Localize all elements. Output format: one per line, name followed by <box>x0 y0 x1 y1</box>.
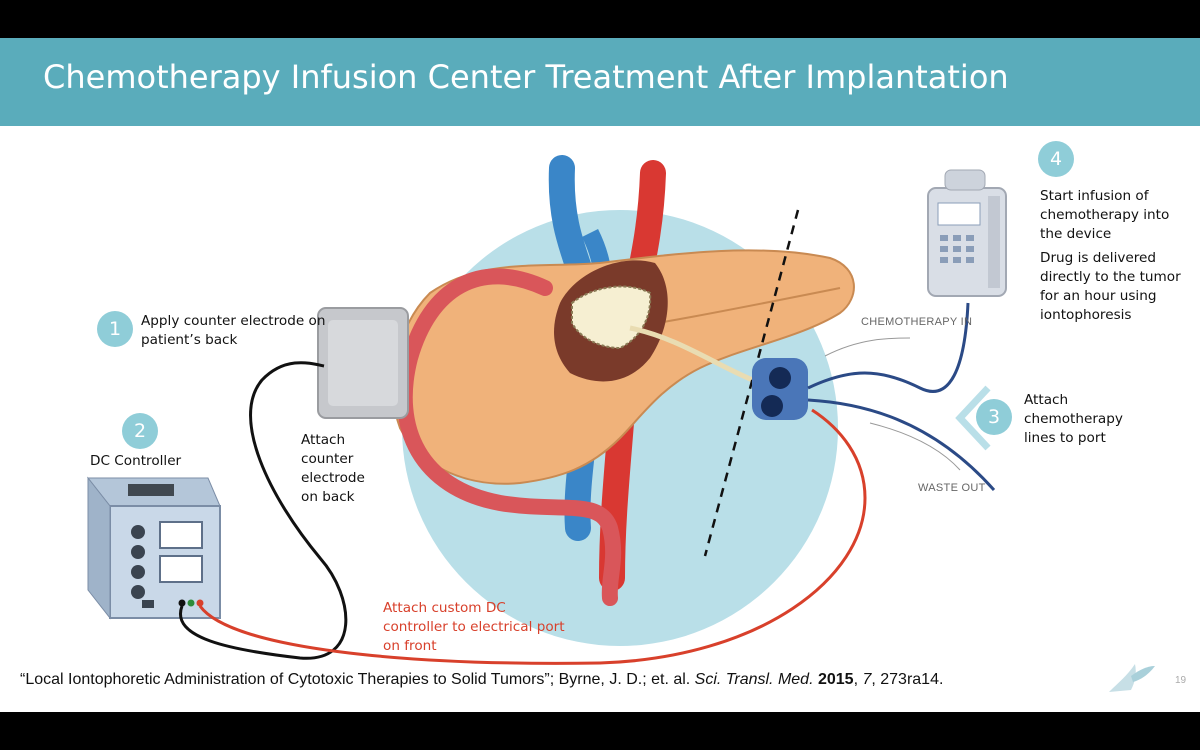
infusion-pump-screen <box>937 202 981 226</box>
step-4-text: Start infusion of chemotherapy into the … <box>1040 188 1170 242</box>
dc-controller-side <box>87 476 111 620</box>
port-hole-top <box>769 367 791 389</box>
port-hole-bottom <box>761 395 783 417</box>
citation: “Local Iontophoretic Administration of C… <box>20 671 944 688</box>
dc-terminal-black <box>178 599 186 607</box>
dc-switch <box>142 600 154 608</box>
implant-diagram <box>86 155 1007 665</box>
step-4-badge: 4 <box>1038 141 1074 177</box>
counter-electrode-pad-inner <box>328 320 398 406</box>
dc-controller-display-2 <box>159 555 203 583</box>
slide-title: Chemotherapy Infusion Center Treatment A… <box>43 58 1009 96</box>
implant-device <box>571 285 652 350</box>
dc-knob <box>131 585 145 599</box>
waste-out-label: WASTE OUT <box>918 482 986 494</box>
slide: Chemotherapy Infusion Center Treatment A… <box>0 38 1200 712</box>
attach-back-text: Attach counter electrode on back <box>301 432 365 505</box>
black-wire <box>178 361 348 660</box>
skin-line <box>703 209 800 557</box>
dc-knob <box>131 525 145 539</box>
waste-out-pointer <box>869 422 961 471</box>
red-wire <box>198 408 867 665</box>
chemo-in-pointer <box>824 337 911 357</box>
step-1-text: Apply counter electrode on patient’s bac… <box>141 313 326 348</box>
chemo-in-line <box>807 302 970 393</box>
dc-knob <box>131 565 145 579</box>
step-2-badge: 2 <box>122 413 158 449</box>
infusion-pump-side <box>988 196 1000 288</box>
waste-out-line <box>807 398 996 491</box>
implant-catheter <box>629 325 761 386</box>
duodenum <box>396 268 622 606</box>
step-3-text: Attach chemotherapy lines to port <box>1024 392 1123 446</box>
step-3-badge: 3 <box>976 399 1012 435</box>
chevron-left-icon <box>955 385 991 451</box>
page-number: 19 <box>1175 675 1187 686</box>
drug-note: Drug is delivered directly to the tumor … <box>1040 250 1181 323</box>
logo-icon <box>1109 664 1155 692</box>
infusion-pump-top <box>944 169 986 191</box>
dc-terminal-green <box>187 599 195 607</box>
dc-knob <box>131 545 145 559</box>
dc-controller-display-1 <box>159 521 203 549</box>
step-2-text: DC Controller <box>90 453 182 469</box>
attach-controller-text: Attach custom DC controller to electrica… <box>383 600 565 654</box>
chemo-in-label: CHEMOTHERAPY IN <box>861 316 973 328</box>
title-bar: Chemotherapy Infusion Center Treatment A… <box>0 38 1200 126</box>
dc-controller-slot <box>128 484 174 496</box>
step-1-badge: 1 <box>97 311 133 347</box>
infusion-pump-buttons <box>940 235 974 263</box>
dc-terminal-red <box>196 599 204 607</box>
